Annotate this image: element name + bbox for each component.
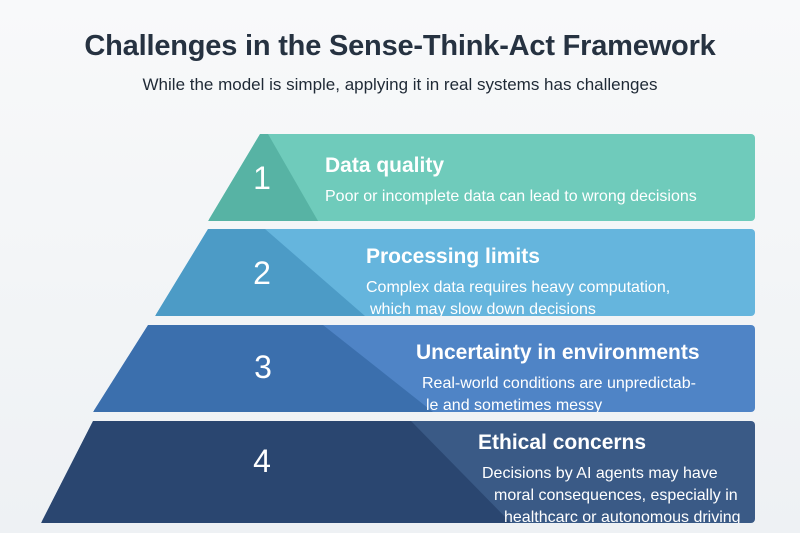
tier-3-number: 3 — [254, 349, 272, 385]
pyramid-tier-3: 3 Uncertainty in environments Real-world… — [93, 325, 755, 412]
tier-1-title: Data quality — [325, 154, 445, 177]
tier-3-text: Uncertainty in environments Real-world c… — [416, 341, 700, 414]
tier-1-desc-line: Poor or incomplete data can lead to wron… — [325, 188, 697, 205]
pyramid-tier-2: 2 Processing limits Complex data require… — [155, 229, 755, 316]
tier-1-description: Poor or incomplete data can lead to wron… — [325, 186, 697, 208]
tier-4-text: Ethical concerns Decisions by AI agents … — [478, 431, 741, 526]
tier-2-desc-line: Complex data requires heavy computation, — [366, 279, 671, 296]
tier-3-description: Real-world conditions are unpredictab- l… — [416, 373, 700, 414]
page-title: Challenges in the Sense-Think-Act Framew… — [84, 30, 716, 62]
tier-4-number: 4 — [253, 443, 271, 479]
tier-3-desc-line: le and sometimes messy — [426, 397, 603, 414]
tier-2-text: Processing limits Complex data requires … — [366, 245, 671, 318]
tier-4-desc-line: healthcarc or autonomous driving — [504, 509, 741, 526]
tier-2-desc-line: which may slow down decisions — [370, 301, 596, 318]
tier-4-title: Ethical concerns — [478, 431, 647, 454]
tier-1-text: Data quality Poor or incomplete data can… — [325, 154, 697, 208]
tier-4-desc-line: Decisions by AI agents may have — [482, 465, 718, 482]
tier-4-desc-line: moral consequences, especially in — [494, 487, 738, 504]
tier-1-number: 1 — [253, 160, 271, 196]
pyramid-tier-4: 4 Ethical concerns Decisions by AI agent… — [41, 421, 755, 523]
page-subtitle: While the model is simple, applying it i… — [142, 75, 658, 94]
tier-2-title: Processing limits — [366, 245, 540, 268]
tier-2-number: 2 — [253, 255, 271, 291]
tier-3-title: Uncertainty in environments — [416, 341, 700, 364]
tier-4-description: Decisions by AI agents may have moral co… — [478, 463, 741, 526]
tier-3-desc-line: Real-world conditions are unpredictab- — [422, 375, 696, 392]
tier-2-description: Complex data requires heavy computation,… — [366, 277, 671, 318]
pyramid-tier-1: 1 Data quality Poor or incomplete data c… — [208, 134, 755, 221]
